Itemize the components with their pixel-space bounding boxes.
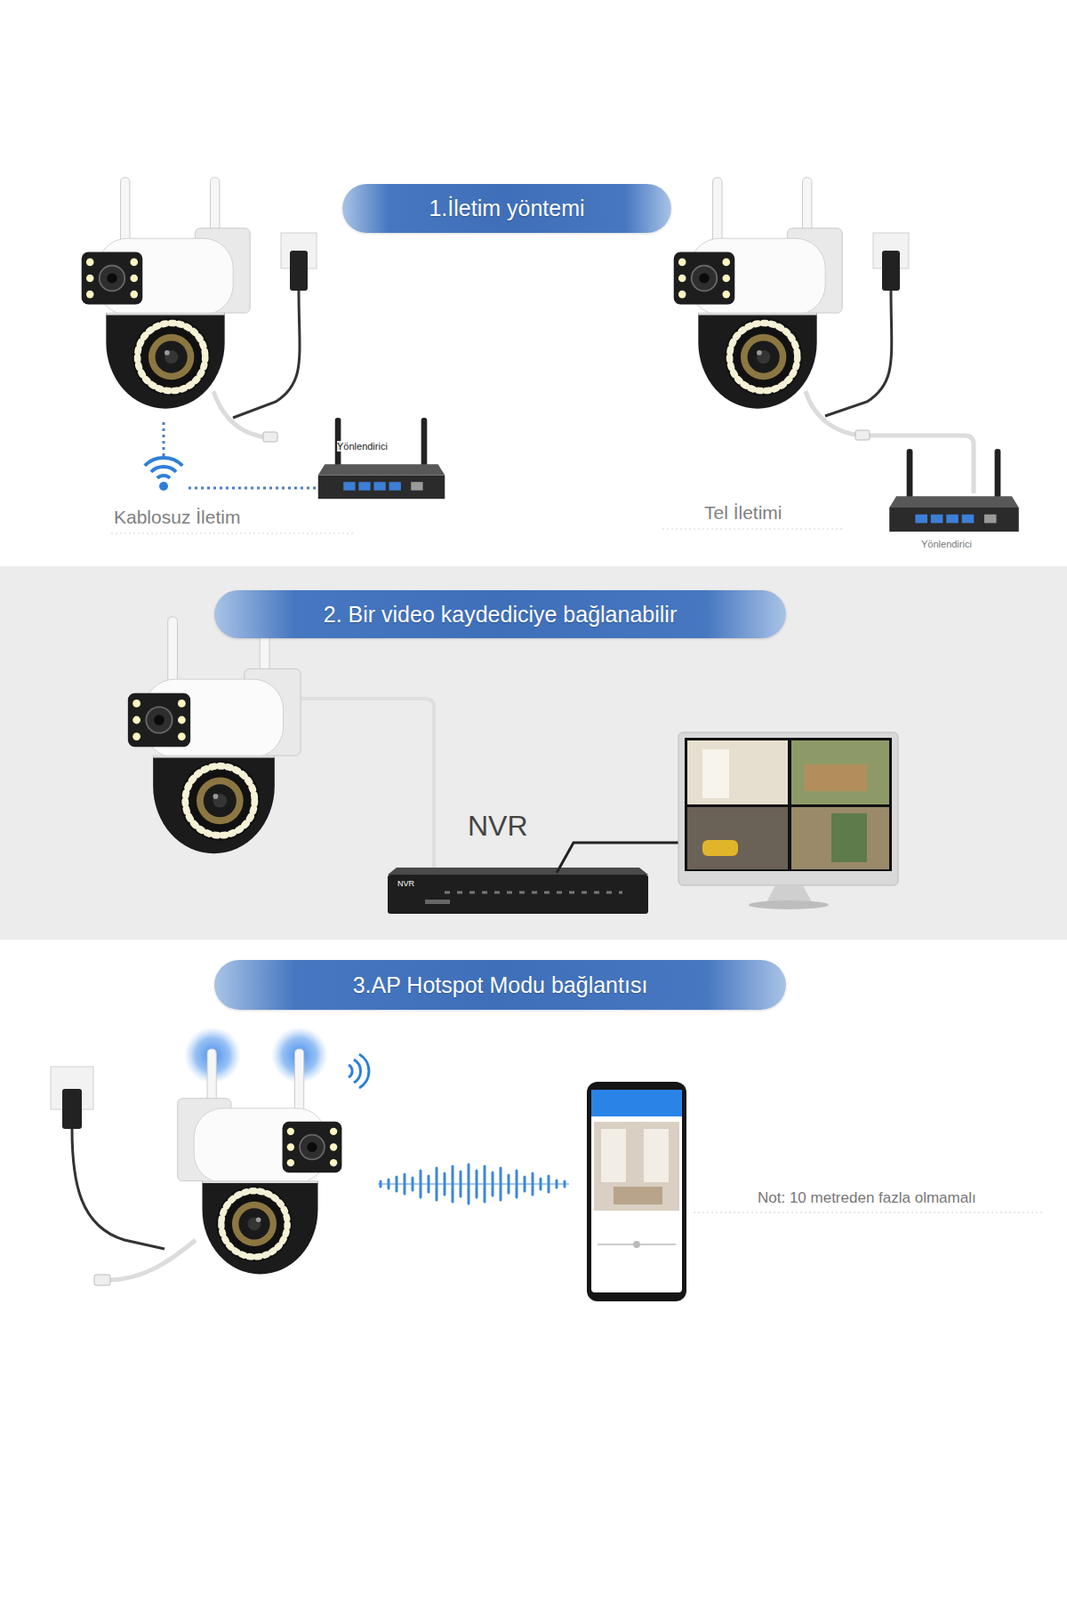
router — [318, 417, 446, 499]
nvr-top — [387, 867, 649, 875]
wifi-dotted-line — [162, 422, 166, 458]
section-background — [0, 939, 1067, 1600]
wired-setup — [662, 177, 1019, 532]
ptz-camera — [673, 177, 843, 410]
connector — [263, 432, 278, 442]
power-adapter — [289, 250, 308, 291]
monitor-screen — [684, 738, 892, 872]
hotspot-setup — [50, 1026, 1043, 1302]
wifi-dot — [159, 481, 169, 491]
wifi-arc — [151, 466, 177, 473]
live-view-furniture — [613, 1187, 663, 1205]
banner-title: 1.İletim yöntemi — [428, 195, 585, 222]
leader-line — [693, 1212, 1043, 1214]
nvr-recorder — [387, 874, 649, 915]
section-background — [0, 566, 1067, 940]
wifi-wave — [353, 1059, 362, 1084]
monitor-stand — [766, 885, 812, 903]
live-view-window — [643, 1129, 669, 1183]
power-adapter — [62, 1089, 82, 1130]
smartphone — [586, 1082, 687, 1302]
hdmi-cable — [556, 842, 679, 874]
monitor-base — [748, 900, 829, 910]
section-banner: 3.AP Hotspot Modu bağlantısı — [214, 960, 787, 1011]
annotation-label: Yönlendirici — [921, 538, 972, 550]
camera-view-detail — [831, 813, 867, 863]
phone-screen — [591, 1090, 682, 1293]
annotation-label: NVR — [397, 880, 415, 890]
annotation-label: Yönlendirici — [336, 441, 388, 452]
camera-view-detail — [702, 840, 739, 857]
power-adapter — [882, 250, 900, 291]
nvr-front-lights — [444, 891, 623, 895]
underline — [662, 529, 845, 530]
nvr-slot — [425, 899, 450, 905]
ptz-camera — [177, 1049, 343, 1276]
wifi-arc — [157, 475, 170, 479]
wifi-dotted-line — [188, 487, 317, 490]
camera-view-detail — [702, 749, 730, 799]
annotation-label: NVR — [467, 810, 529, 843]
camera-view-detail — [804, 764, 867, 792]
connector — [94, 1275, 111, 1286]
banner-title: 3.AP Hotspot Modu bağlantısı — [352, 972, 649, 999]
live-view — [593, 1122, 680, 1212]
banner-title: 2. Bir video kaydediciye bağlanabilir — [323, 601, 677, 628]
camera-view — [687, 807, 788, 870]
annotation-label: Tel İletimi — [704, 502, 783, 523]
wifi-arc — [144, 457, 183, 466]
router — [889, 449, 1019, 532]
camera-view — [791, 740, 890, 805]
section-background — [0, 0, 1067, 567]
underline — [111, 533, 356, 535]
camera-view — [791, 807, 890, 870]
ptz-camera — [177, 1049, 343, 1276]
ptz-camera — [128, 617, 301, 855]
app-control — [633, 1241, 641, 1249]
connector — [855, 430, 870, 441]
ethernet-cable — [805, 391, 974, 494]
annotation-label: Kablosuz İletim — [113, 506, 241, 528]
app-header — [591, 1090, 682, 1117]
ptz-camera — [81, 177, 251, 410]
camera-pigtail — [213, 391, 267, 438]
camera-pigtail — [108, 1240, 196, 1281]
network-cable — [293, 698, 434, 874]
section-banner: 1.İletim yöntemi — [342, 184, 672, 233]
signal-wave — [380, 1164, 565, 1204]
annotation-label: Not: 10 metreden fazla olmamalı — [757, 1190, 977, 1208]
section-banner: 2. Bir video kaydediciye bağlanabilir — [214, 590, 787, 639]
live-view-window — [601, 1129, 626, 1183]
monitor — [678, 732, 899, 886]
wifi-wave — [359, 1054, 370, 1089]
wifi-wave — [348, 1065, 353, 1078]
nvr-setup — [128, 617, 899, 915]
camera-view — [687, 740, 788, 805]
power-cable — [72, 1129, 165, 1250]
